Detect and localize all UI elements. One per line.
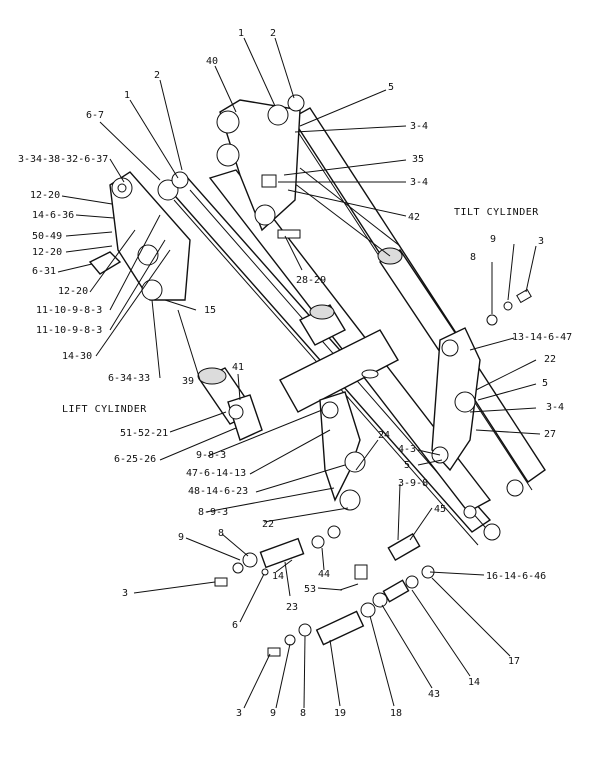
callout-label: 41 — [232, 362, 244, 373]
callout-label: 47-6-14-13 — [186, 468, 246, 479]
callout-label: 1 — [124, 90, 130, 101]
callout-label: 14-30 — [62, 351, 92, 362]
callout-label: 14 — [272, 571, 284, 582]
callout-label: 3 — [538, 236, 544, 247]
callout-label: 27 — [544, 429, 556, 440]
callout-label: 44 — [318, 569, 330, 580]
callout-label: 8 — [218, 528, 224, 539]
callout-label: 3-34-38-32-6-37 — [18, 154, 108, 165]
callout-label: 19 — [334, 708, 346, 719]
callout-label: 15 — [204, 305, 216, 316]
callout-label: 9 — [270, 708, 276, 719]
callout-label: 6-7 — [86, 110, 104, 121]
lift-cylinder-caption: LIFT CYLINDER — [62, 404, 147, 415]
callout-label: 12-20 — [32, 247, 62, 258]
callout-label: 13-14-6-47 — [512, 332, 572, 343]
callout-label: 8 — [470, 252, 476, 263]
callout-label: 22 — [262, 519, 274, 530]
callout-label: 3-4 — [410, 121, 428, 132]
callout-label: 16-14-6-46 — [486, 571, 546, 582]
callout-label: 8-9-3 — [198, 507, 228, 518]
callout-label: 9-8-3 — [196, 450, 226, 461]
callout-labels: 1 2 40 5 3-4 35 3-4 42 6-7 1 2 3-34-38-3… — [18, 28, 572, 719]
callout-label: 12-20 — [30, 190, 60, 201]
callout-label: 6-25-26 — [114, 454, 156, 465]
callout-label: 50-49 — [32, 231, 62, 242]
cross-tube — [279, 329, 399, 413]
callout-label: 3-9-8 — [398, 478, 428, 489]
callout-label: 45 — [434, 504, 446, 515]
callout-label: 40 — [206, 56, 218, 67]
callout-label: 5 — [388, 82, 394, 93]
top-bracket-plate — [216, 94, 305, 239]
callout-label: 11-10-9-8-3 — [36, 325, 102, 336]
callout-label: 24 — [378, 430, 390, 441]
leader-lines — [57, 37, 541, 709]
mid-bracket-plate — [227, 391, 366, 511]
hardware-lower-left — [214, 525, 341, 587]
callout-label: 28-29 — [296, 275, 326, 286]
tilt-cylinder-caption: TILT CYLINDER — [454, 207, 539, 218]
callout-label: 2 — [270, 28, 276, 39]
callout-label: 3 — [236, 708, 242, 719]
callout-label: 5 — [404, 460, 410, 471]
callout-label: 12-20 — [58, 286, 88, 297]
callout-label: 6 — [232, 620, 238, 631]
callout-label: 51-52-21 — [120, 428, 168, 439]
callout-label: 11-10-9-8-3 — [36, 305, 102, 316]
callout-label: 8 — [300, 708, 306, 719]
left-bracket-plate — [88, 171, 191, 301]
callout-label: 39 — [182, 376, 194, 387]
callout-label: 3-4 — [410, 177, 428, 188]
callout-label: 14-6-36 — [32, 210, 74, 221]
callout-label: 5 — [542, 378, 548, 389]
inner-arm — [208, 169, 492, 513]
callout-label: 3-4 — [546, 402, 564, 413]
hardware-right-top — [486, 288, 532, 326]
callout-label: 9 — [490, 234, 496, 245]
callout-label: 43 — [428, 689, 440, 700]
callout-label: 53 — [304, 584, 316, 595]
callout-label: 6-31 — [32, 266, 56, 277]
callout-label: 48-14-6-23 — [188, 486, 248, 497]
callout-label: 17 — [508, 656, 520, 667]
right-bracket-plate — [431, 327, 524, 541]
callout-label: 35 — [412, 154, 424, 165]
callout-label: 2 — [154, 70, 160, 81]
callout-label: 23 — [286, 602, 298, 613]
callout-label: 4-3 — [398, 444, 416, 455]
callout-label: 9 — [178, 532, 184, 543]
callout-label: 3 — [122, 588, 128, 599]
callout-label: 18 — [390, 708, 402, 719]
callout-label: 22 — [544, 354, 556, 365]
callout-label: 14 — [468, 677, 480, 688]
callout-label: 6-34-33 — [108, 373, 150, 384]
callout-label: 1 — [238, 28, 244, 39]
hardware-lower-mid — [267, 532, 435, 657]
callout-label: 42 — [408, 212, 420, 223]
